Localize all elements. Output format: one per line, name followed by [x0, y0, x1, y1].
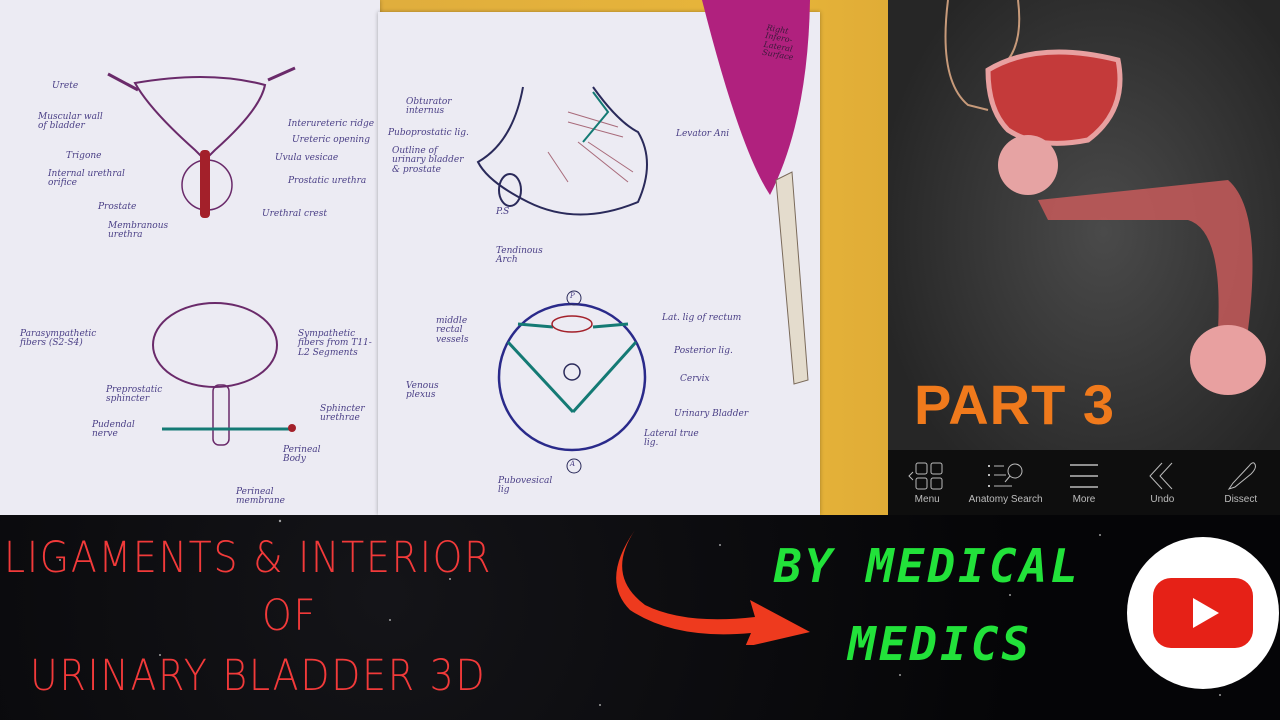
label: Urethral crest [262, 209, 327, 219]
label: A [570, 460, 576, 468]
label: Trigone [66, 151, 102, 161]
3d-bladder-model[interactable] [888, 0, 1280, 450]
label: Posterior lig. [674, 346, 733, 356]
label: P [570, 292, 575, 300]
note-sheet-1: Urete Muscular wall of bladder Trigone I… [0, 0, 380, 515]
label: Obturator internus [406, 97, 452, 117]
starfield [59, 519, 1221, 706]
label: Parasympathetic fibers (S2-S4) [20, 329, 97, 349]
label: Pubovesical lig [498, 476, 553, 496]
label: Interureteric ridge [288, 119, 375, 129]
label: Perineal membrane [236, 487, 285, 507]
red-arrow-icon [616, 530, 810, 645]
bladder-model-card [702, 0, 810, 385]
dissect-button[interactable]: Dissect [1203, 460, 1279, 505]
label: Membranous urethra [108, 221, 169, 241]
label: Levator Ani [676, 129, 730, 139]
title-line-3: URINARY BLADDER 3D [30, 651, 487, 701]
title-line-1: LIGAMENTS & INTERIOR [4, 533, 493, 583]
label: Ureteric opening [292, 135, 370, 145]
menu-label: Menu [914, 494, 940, 505]
label: Internal urethral orifice [48, 169, 125, 189]
label: Sphincter urethrae [320, 404, 365, 424]
anatomy-search-icon [987, 463, 1023, 487]
label: Pudendal nerve [92, 420, 135, 440]
hamburger-icon [1069, 464, 1098, 488]
label: Sympathetic fibers from T11-L2 Segments [298, 329, 372, 358]
label: Prostatic urethra [288, 176, 367, 186]
dissect-label: Dissect [1224, 494, 1258, 505]
scalpel-icon [1227, 462, 1256, 490]
anatomy-search-button[interactable]: Anatomy Search [968, 460, 1044, 505]
label: Uvula vesicae [275, 153, 339, 163]
youtube-play-icon [1153, 578, 1253, 648]
app-toolbar: Menu Anatomy Search More Undo Dissect [888, 450, 1280, 515]
label: Urete [52, 81, 79, 91]
channel-line-2: MEDICS [848, 617, 1033, 671]
undo-label: Undo [1150, 494, 1175, 505]
more-button[interactable]: More [1046, 460, 1122, 505]
bladder-interior-drawing [107, 66, 296, 446]
anatomy-app-panel: PART 3 Menu Anatomy Search More Undo Dis… [888, 0, 1280, 515]
title-banner: LIGAMENTS & INTERIOR OF URINARY BLADDER … [0, 515, 1280, 720]
label: P.S [496, 207, 510, 217]
menu-button[interactable]: Menu [889, 460, 965, 505]
label: Puboprostatic lig. [388, 128, 469, 138]
label: Lat. lig of rectum [662, 313, 742, 323]
anatomy-search-label: Anatomy Search [968, 494, 1043, 505]
undo-button[interactable]: Undo [1124, 460, 1200, 505]
label: Venous plexus [406, 381, 439, 401]
channel-line-1: BY MEDICAL [774, 539, 1081, 593]
more-label: More [1072, 494, 1096, 505]
menu-grid-icon [908, 462, 943, 490]
label: Tendinous Arch [496, 246, 543, 266]
title-line-2: OF [262, 591, 318, 641]
youtube-logo[interactable] [1127, 537, 1279, 689]
label: Preprostatic sphincter [106, 385, 163, 405]
undo-chevrons-icon [1149, 462, 1173, 490]
label: Urinary Bladder [674, 409, 749, 419]
label: Perineal Body [283, 445, 321, 465]
label: Lateral true lig. [644, 429, 699, 449]
pelvic-ligaments-drawing [476, 86, 648, 474]
part-badge: PART 3 [914, 373, 1115, 436]
label: Muscular wall of bladder [38, 112, 103, 132]
label: Cervix [680, 374, 710, 384]
label: Outline of urinary bladder & prostate [392, 146, 464, 175]
label: middle rectal vessels [436, 316, 469, 345]
label: Prostate [98, 202, 137, 212]
